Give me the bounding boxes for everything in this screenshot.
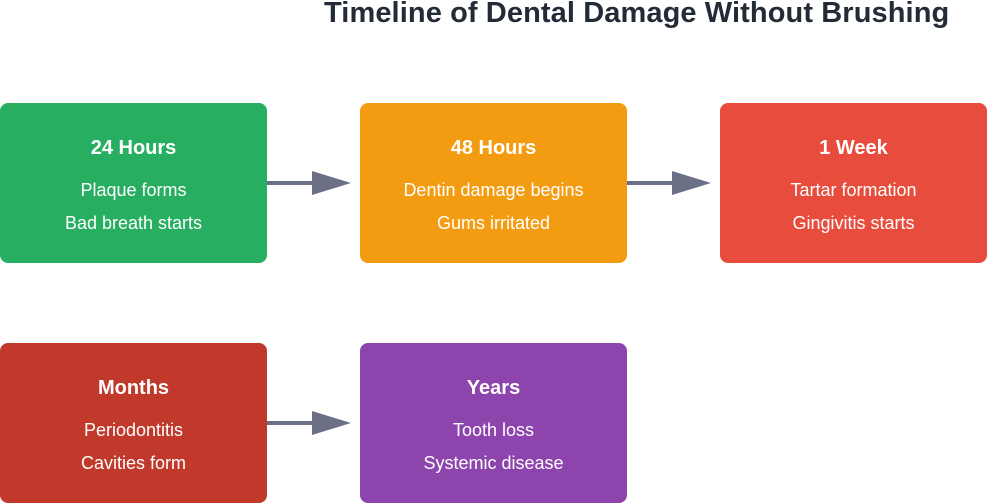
stage-heading: Months [97,377,170,399]
stage-box-months: Months Periodontitis Cavities form [0,343,267,503]
stage-heading: 24 Hours [90,137,177,159]
stage-detail: Gingivitis starts [792,213,915,233]
stage-detail: Periodontitis [83,420,184,440]
stage-detail: Gums irritated [436,213,551,233]
stage-detail: Tooth loss [452,420,535,440]
stage-box-24-hours: 24 Hours Plaque forms Bad breath starts [0,103,267,263]
stage-detail: Cavities form [80,453,187,473]
stage-box-48-hours: 48 Hours Dentin damage begins Gums irrit… [360,103,627,263]
stage-detail: Tartar formation [790,180,917,200]
stage-detail: Dentin damage begins [403,180,584,200]
arrow-months-to-years [267,411,351,435]
arrow-48h-to-1-week [627,171,711,195]
stage-heading: 1 Week [819,137,888,159]
diagram-title: Timeline of Dental Damage Without Brushi… [324,0,950,29]
arrow-24h-to-48h [267,171,351,195]
stage-detail: Systemic disease [423,453,564,473]
stage-box-1-week: 1 Week Tartar formation Gingivitis start… [720,103,987,263]
stage-heading: 48 Hours [450,137,537,159]
stage-heading: Years [466,377,521,399]
stage-detail: Plaque forms [80,180,187,200]
stage-box-years: Years Tooth loss Systemic disease [360,343,627,503]
stage-detail: Bad breath starts [64,213,203,233]
